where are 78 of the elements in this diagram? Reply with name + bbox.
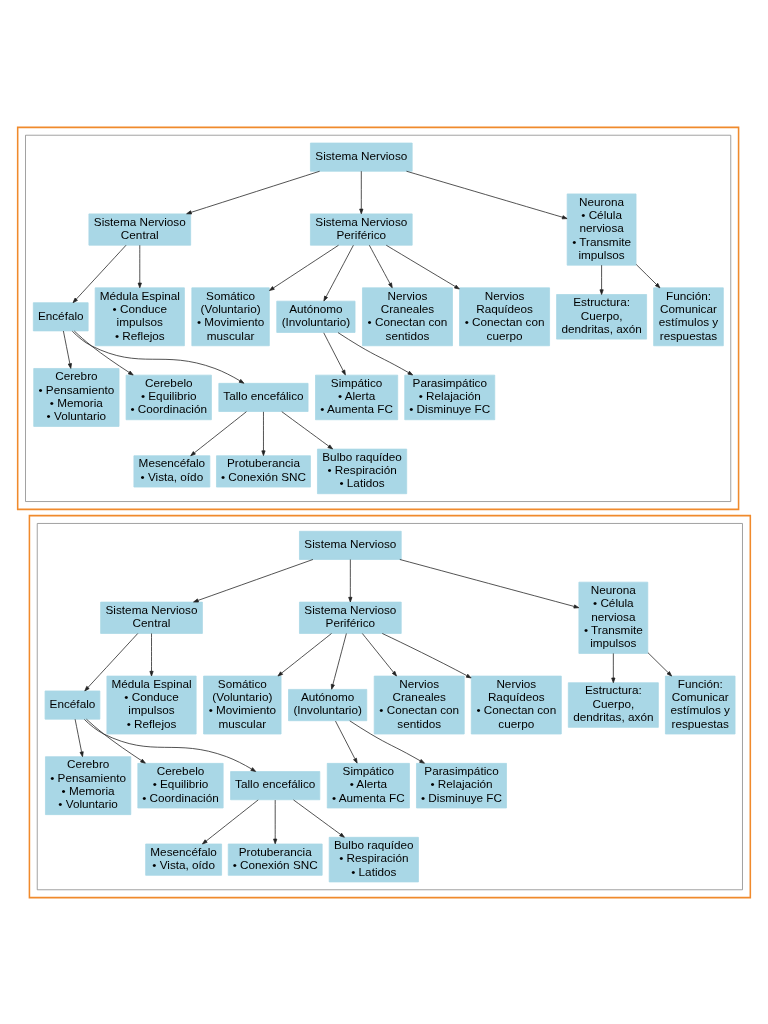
- node-box: Mesencéfalo • Vista, oído: [145, 843, 222, 876]
- arrow: [293, 799, 345, 838]
- arrow: [186, 170, 321, 214]
- arrow: [84, 718, 257, 772]
- node-box: Nervios Raquídeos • Conectan con cuerpo: [470, 675, 562, 734]
- arrow: [399, 558, 580, 608]
- node-box: Parasimpático • Relajación • Disminuye FC: [404, 374, 496, 420]
- arrow: [202, 799, 259, 844]
- arrow: [84, 632, 139, 691]
- arrow: [368, 244, 393, 288]
- node-box: Autónomo (Involuntario): [288, 688, 368, 721]
- arrow: [348, 558, 353, 602]
- arrow: [337, 331, 414, 375]
- arrow: [71, 330, 245, 384]
- arrow: [349, 719, 425, 764]
- arrow: [73, 330, 134, 375]
- node-box: Sistema Nervioso Periférico: [299, 601, 402, 634]
- node-box: Simpático • Alerta • Aumenta FC: [315, 374, 399, 420]
- node-box: Función: Comunicar estímulos y respuestas: [665, 675, 736, 734]
- node-box: Neurona • Célula nerviosa • Transmite impulsos: [566, 193, 637, 266]
- arrow: [335, 720, 358, 763]
- node-box: Tallo encefálico: [218, 382, 309, 412]
- node-box: Sistema Nervioso: [299, 530, 402, 560]
- node-box: Médula Espinal • Conduce impulsos • Reflejos: [94, 286, 185, 346]
- arrow: [269, 244, 339, 291]
- arrow: [330, 632, 347, 690]
- arrow: [635, 263, 661, 288]
- arrow: [86, 718, 146, 764]
- arrow: [599, 264, 604, 295]
- node-box: Nervios Raquídeos • Conectan con cuerpo: [459, 286, 550, 346]
- arrow: [406, 170, 568, 219]
- node-box: Sistema Nervioso: [310, 142, 413, 172]
- node-box: Encéfalo: [32, 301, 89, 331]
- node-box: Estructura: Cuerpo, dendritas, axón: [556, 293, 647, 339]
- node-box: Cerebelo • Equilibrio • Coordinación: [125, 374, 212, 420]
- node-box: Nervios Craneales • Conectan con sentidos: [362, 286, 453, 346]
- arrow: [647, 651, 672, 676]
- node-box: Autónomo (Involuntario): [276, 300, 356, 333]
- node-box: Sistema Nervioso Periférico: [310, 213, 413, 246]
- arrow: [385, 244, 460, 289]
- arrow: [611, 652, 616, 683]
- node-box: Bulbo raquídeo • Respiración • Latidos: [328, 836, 419, 882]
- arrow: [74, 718, 84, 757]
- arrow: [261, 410, 266, 456]
- arrow: [359, 170, 364, 214]
- node-box: Mesencéfalo • Vista, oído: [133, 454, 211, 487]
- arrow: [190, 410, 247, 456]
- node-box: Sistema Nervioso Central: [88, 213, 192, 246]
- arrow: [149, 632, 154, 676]
- arrow: [381, 632, 472, 678]
- arrow: [193, 558, 314, 602]
- node-box: Nervios Craneales • Conectan con sentidos: [373, 675, 465, 734]
- node-box: Protuberancia • Conexión SNC: [216, 454, 311, 487]
- arrow: [273, 799, 278, 844]
- node-box: Bulbo raquídeo • Respiración • Latidos: [317, 448, 408, 494]
- node-box: Simpático • Alerta • Aumenta FC: [326, 762, 410, 808]
- node-box: Parasimpático • Relajación • Disminuye FC: [416, 762, 507, 808]
- node-box: Somático (Voluntario) • Movimiento muscular: [203, 675, 282, 734]
- node-box: Cerebro • Pensamiento • Memoria • Voluntario: [33, 367, 120, 427]
- node-box: Función: Comunicar estímulos y respuestas: [653, 286, 724, 346]
- node-box: Neurona • Célula nerviosa • Transmite impulsos: [578, 581, 649, 654]
- arrow: [361, 632, 397, 676]
- node-box: Encéfalo: [44, 690, 101, 720]
- arrow: [323, 244, 354, 301]
- arrow: [277, 632, 332, 676]
- node-box: Cerebelo • Equilibrio • Coordinación: [137, 762, 224, 808]
- node-box: Médula Espinal • Conduce impulsos • Reflejos: [106, 675, 197, 734]
- node-box: Sistema Nervioso Central: [100, 601, 203, 634]
- node-box: Somático (Voluntario) • Movimiento muscular: [191, 286, 270, 346]
- arrow: [281, 410, 333, 449]
- arrow: [323, 331, 346, 375]
- node-box: Tallo encefálico: [230, 770, 321, 800]
- node-box: Cerebro • Pensamiento • Memoria • Voluntario: [45, 755, 132, 815]
- arrow: [72, 244, 127, 303]
- arrow: [63, 330, 72, 369]
- arrow: [137, 244, 142, 288]
- node-box: Protuberancia • Conexión SNC: [227, 843, 323, 876]
- node-box: Estructura: Cuerpo, dendritas, axón: [567, 681, 659, 728]
